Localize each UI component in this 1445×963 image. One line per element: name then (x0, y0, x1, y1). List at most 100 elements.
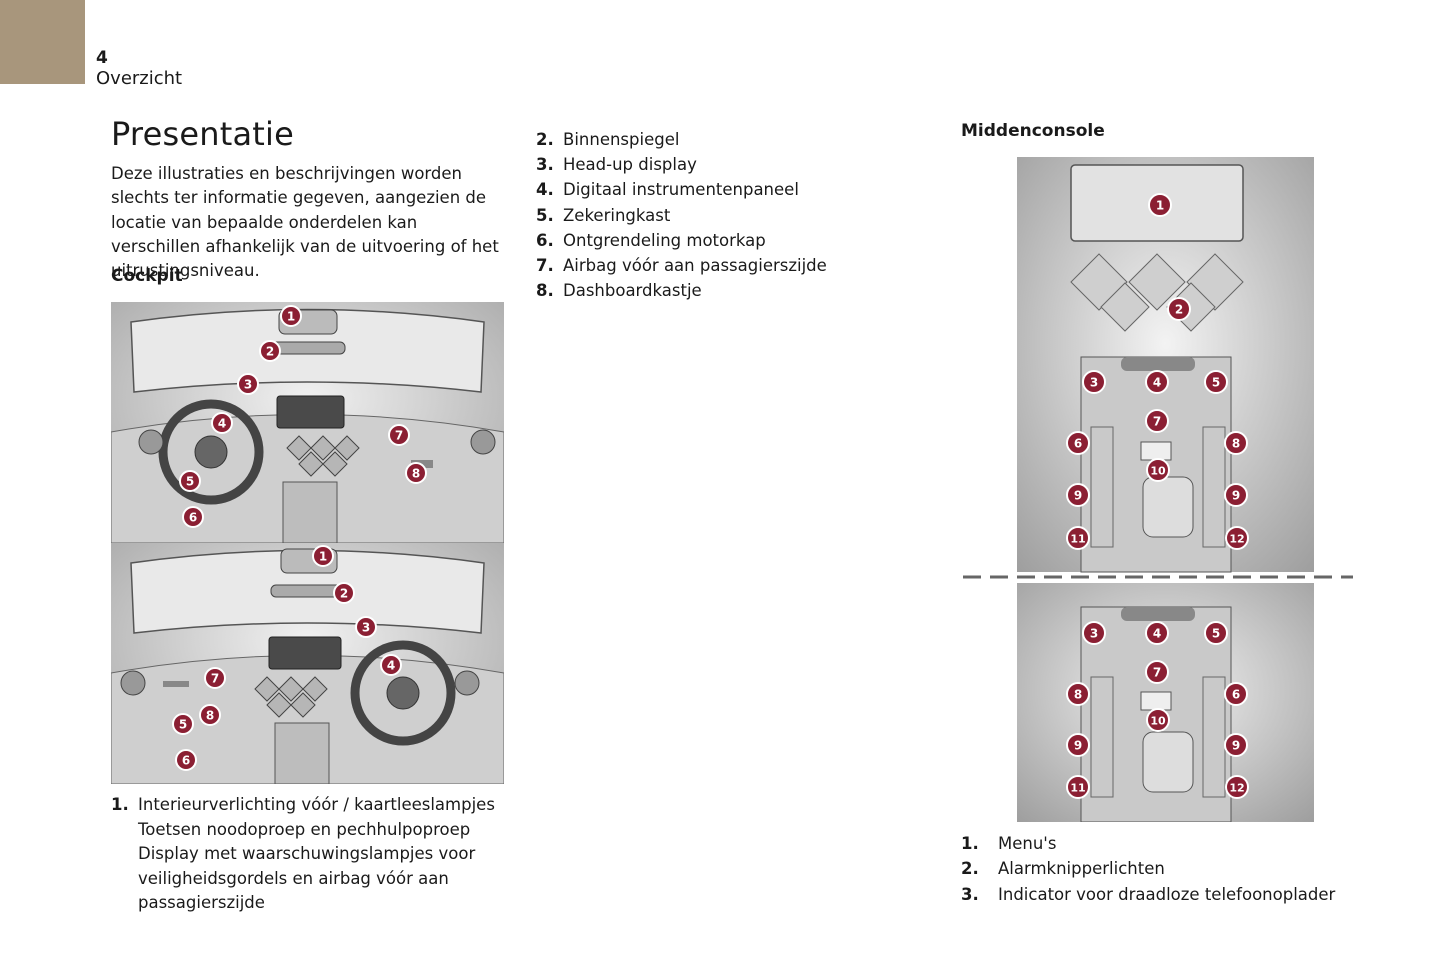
list-item: 2.Alarmknipperlichten (961, 859, 1165, 879)
marker-label: 10 (1150, 465, 1166, 478)
marker-circle (204, 667, 226, 689)
marker-circle (259, 340, 281, 362)
marker-circle (199, 704, 221, 726)
list-item: 3.Indicator voor draadloze telefoonoplad… (961, 884, 1336, 904)
marker-label: 9 (1074, 739, 1082, 753)
marker-label: 10 (1150, 715, 1166, 728)
marker-circle (333, 582, 355, 604)
marker-label: 4 (218, 417, 226, 431)
marker-circle (280, 305, 302, 327)
list-item: 4.Digitaal instrumentenpaneel (536, 180, 799, 200)
marker-circle (1146, 458, 1170, 482)
marker-circle (1224, 733, 1248, 757)
marker-label: 5 (179, 718, 187, 732)
marker-label: 1 (1156, 199, 1164, 213)
marker-circle (312, 545, 334, 567)
list-item: 5.Zekeringkast (536, 205, 671, 225)
marker-label: 9 (1232, 489, 1240, 503)
section-title: Overzicht (96, 68, 183, 89)
marker-circle (1066, 483, 1090, 507)
cockpit-legend: 1. Interieurverlichting vóór / kaartlees… (111, 793, 511, 916)
marker-label: 9 (1232, 739, 1240, 753)
marker-label: 4 (1153, 627, 1161, 641)
marker-label: 3 (244, 378, 252, 392)
marker-circle (1082, 621, 1106, 645)
console-bottom-panel: 3 4 5 6 7 8 9 9 10 11 12 (1017, 583, 1314, 822)
list-item: 3.Head-up display (536, 155, 697, 175)
list-item: 1.Menu's (961, 834, 1057, 853)
marker-circle (175, 749, 197, 771)
marker-label: 4 (1153, 376, 1161, 390)
marker-circle (1145, 409, 1169, 433)
marker-circle (1145, 621, 1169, 645)
marker-label: 7 (395, 429, 403, 443)
marker-circle (1225, 775, 1249, 799)
marker-label: 6 (1074, 437, 1082, 451)
marker-label: 8 (1232, 437, 1240, 451)
marker-circle (172, 713, 194, 735)
marker-label: 9 (1074, 489, 1082, 503)
marker-circle (211, 412, 233, 434)
console-heading: Middenconsole (961, 121, 1105, 141)
marker-label: 2 (1175, 303, 1183, 317)
marker-circle (1082, 370, 1106, 394)
marker-label: 11 (1070, 533, 1085, 546)
marker-circle (380, 654, 402, 676)
list-item: 6.Ontgrendeling motorkap (536, 230, 766, 250)
marker-circle (1225, 526, 1249, 550)
marker-circle (1066, 526, 1090, 550)
marker-circle (388, 424, 410, 446)
marker-circle (1066, 431, 1090, 455)
marker-label: 3 (362, 621, 370, 635)
console-top-panel: 1 2 3 4 5 6 7 8 9 9 10 11 12 (1017, 157, 1314, 573)
page-title: Presentatie (111, 115, 294, 153)
marker-circle (1167, 297, 1191, 321)
marker-label: 6 (182, 754, 190, 768)
marker-circle (1224, 431, 1248, 455)
marker-label: 7 (1153, 666, 1161, 680)
marker-label: 5 (186, 475, 194, 489)
marker-label: 7 (1153, 415, 1161, 429)
intro-text: Deze illustraties en beschrijvingen word… (111, 164, 499, 281)
marker-circle (1066, 775, 1090, 799)
cockpit-heading: Cockpit (111, 266, 183, 286)
marker-circle (179, 470, 201, 492)
marker-label: 8 (206, 709, 214, 723)
chapter-tab (0, 0, 85, 84)
marker-circle (1204, 621, 1228, 645)
marker-circle (1066, 733, 1090, 757)
marker-circle (1224, 483, 1248, 507)
marker-label: 5 (1212, 627, 1220, 641)
marker-label: 12 (1229, 782, 1244, 795)
marker-circle (1146, 708, 1170, 732)
console-illustration: 1 2 3 4 5 6 7 8 9 9 10 11 12 (961, 157, 1356, 822)
cockpit-legend-continued: 2.Binnenspiegel 3.Head-up display 4.Digi… (536, 127, 827, 303)
marker-circle (1204, 370, 1228, 394)
list-item: 2.Binnenspiegel (536, 130, 680, 149)
marker-label: 5 (1212, 376, 1220, 390)
marker-circle (405, 462, 427, 484)
marker-label: 2 (266, 345, 274, 359)
list-item: 8.Dashboardkastje (536, 281, 702, 301)
page-number: 4 (96, 48, 108, 68)
marker-label: 4 (387, 659, 395, 673)
marker-circle (182, 506, 204, 528)
console-legend: 1.Menu's 2.Alarmknipperlichten 3.Indicat… (961, 831, 1335, 907)
marker-label: 8 (412, 467, 420, 481)
marker-label: 2 (340, 587, 348, 601)
cockpit-rhd-panel: 1 2 3 4 5 6 7 8 (111, 543, 504, 784)
marker-label: 3 (1090, 376, 1098, 390)
marker-label: 3 (1090, 627, 1098, 641)
marker-label: 12 (1229, 533, 1244, 546)
marker-label: 7 (211, 672, 219, 686)
list-item: 7.Airbag vóór aan passagierszijde (536, 255, 827, 275)
marker-circle (1224, 682, 1248, 706)
marker-label: 6 (189, 511, 197, 525)
marker-circle (355, 616, 377, 638)
marker-circle (1145, 660, 1169, 684)
marker-label: 11 (1070, 782, 1085, 795)
marker-circle (1145, 370, 1169, 394)
marker-label: 1 (319, 550, 327, 564)
marker-label: 6 (1232, 688, 1240, 702)
cockpit-illustration: 1 2 3 4 5 6 7 8 (111, 302, 504, 784)
